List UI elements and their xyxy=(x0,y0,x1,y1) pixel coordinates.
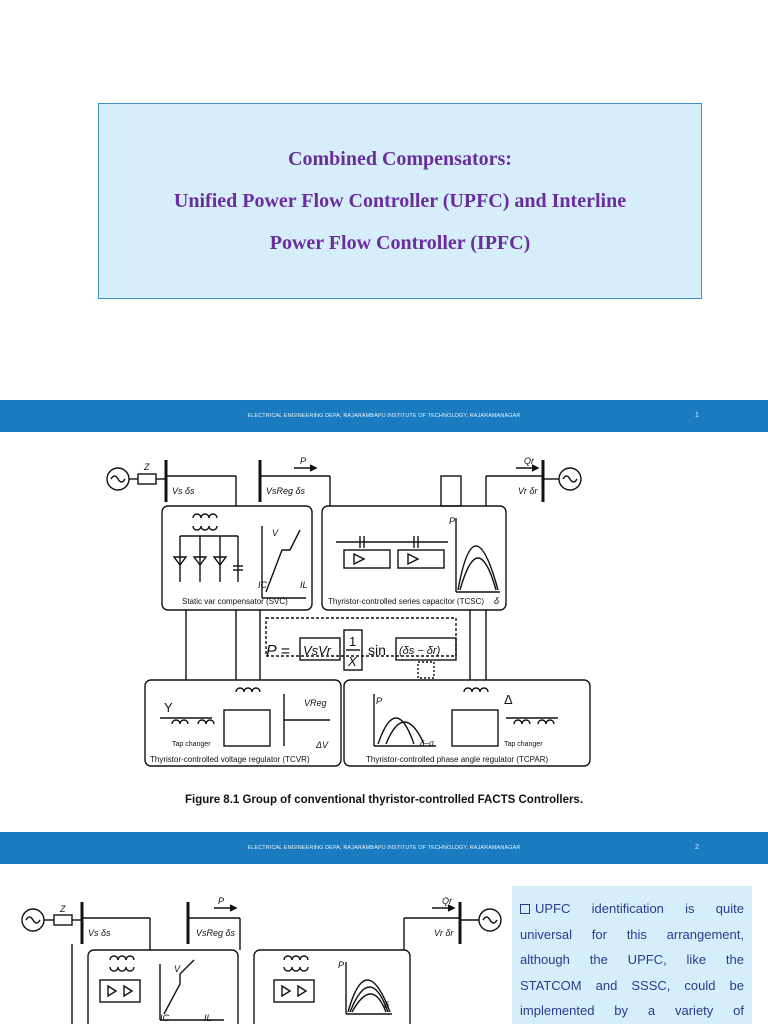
facts-controllers-diagram: Z Vs δs P VsReg δs Qr Vr δr V IC IL P δ … xyxy=(106,456,591,767)
eq-p: P = xyxy=(266,643,290,660)
bullet-line-1: UPFC identification is quite xyxy=(520,896,744,922)
label-p-axis: P xyxy=(449,516,455,526)
tcpar-label: Thyristor-controlled phase angle regulat… xyxy=(366,755,548,764)
eq-vsvr: VsVr xyxy=(303,643,332,658)
label-il: IL xyxy=(300,580,308,590)
bullet-line-3: although the UPFC, like the xyxy=(520,952,744,967)
tap-changer-1: Tap changer xyxy=(172,741,211,748)
eq-angle: (δs − δr) xyxy=(399,645,441,657)
label-p: P xyxy=(218,896,224,906)
upfc-bullet-box: UPFC identification is quite universal f… xyxy=(512,886,752,1024)
label-delta: δ xyxy=(494,596,500,606)
label-vsreg: VsReg δs xyxy=(196,928,236,938)
label-vreg: VReg xyxy=(304,698,327,708)
slide-footer-2: ELECTRICAL ENGINEERING DEPA, RAJARAMBAPU… xyxy=(0,832,768,864)
bullet-line-2: universal for this arrangement, xyxy=(520,926,744,942)
label-dv: ΔV xyxy=(315,740,329,750)
label-p: P xyxy=(300,456,306,466)
label-big-delta: Δ xyxy=(504,692,513,707)
checkbox-bullet-icon xyxy=(520,904,530,914)
eq-x: X xyxy=(347,654,358,669)
label-p-axis: P xyxy=(338,960,344,970)
tcsc-label: Thyristor-controlled series capacitor (T… xyxy=(328,597,484,606)
label-qr: Qr xyxy=(442,896,453,906)
footer-text: ELECTRICAL ENGINEERING DEPA, RAJARAMBAPU… xyxy=(247,413,521,419)
label-vr: Vr δr xyxy=(518,486,538,496)
label-vs: Vs δs xyxy=(172,486,195,496)
label-vsreg: VsReg δs xyxy=(266,486,306,496)
upfc-diagram: Z Vs δs P VsReg δs Qr Vr δr V IC IL P δ xyxy=(21,896,502,1024)
bullet-line-5: implemented by a variety of xyxy=(520,1003,744,1018)
title-line-2: Unified Power Flow Controller (UPFC) and… xyxy=(173,190,627,212)
figure-slide: Z Vs δs P VsReg δs Qr Vr δr V IC IL P δ … xyxy=(0,432,768,832)
title-line-3: Power Flow Controller (IPFC) xyxy=(269,232,531,254)
page-number: 2 xyxy=(695,844,699,851)
bullet-line-4: STATCOM and SSSC, could be xyxy=(520,977,744,993)
tap-changer-2: Tap changer xyxy=(504,741,543,748)
label-il: IL xyxy=(204,1013,212,1023)
label-qr: Qr xyxy=(524,456,535,466)
slide-footer-1: ELECTRICAL ENGINEERING DEPA, RAJARAMBAPU… xyxy=(0,400,768,432)
label-delta-sigma: δ−σ xyxy=(420,739,435,748)
label-p-axis-2: P xyxy=(376,696,382,706)
label-z: Z xyxy=(143,462,150,472)
figure-caption: Figure 8.1 Group of conventional thyrist… xyxy=(184,794,584,806)
title-slide: Combined Compensators: Unified Power Flo… xyxy=(0,0,768,400)
label-ic: IC xyxy=(160,1013,170,1023)
label-y: Y xyxy=(164,700,173,715)
footer-text: ELECTRICAL ENGINEERING DEPA, RAJARAMBAPU… xyxy=(247,845,521,851)
label-delta: δ xyxy=(384,1000,390,1010)
label-ic: IC xyxy=(258,580,268,590)
upfc-slide: Z Vs δs P VsReg δs Qr Vr δr V IC IL P δ … xyxy=(0,864,768,1024)
label-vs: Vs δs xyxy=(88,928,111,938)
eq-sin: sin xyxy=(368,642,386,658)
eq-one: 1 xyxy=(349,634,356,649)
label-z: Z xyxy=(59,904,66,914)
svc-label: Static var compensator (SVC) xyxy=(182,597,288,606)
title-box: Combined Compensators: Unified Power Flo… xyxy=(98,103,702,299)
page-number: 1 xyxy=(695,412,699,419)
tcvr-label: Thyristor-controlled voltage regulator (… xyxy=(150,755,310,764)
label-vr: Vr δr xyxy=(434,928,454,938)
label-v: V xyxy=(174,964,181,974)
label-v: V xyxy=(272,528,279,538)
title-line-1: Combined Compensators: xyxy=(288,148,512,170)
